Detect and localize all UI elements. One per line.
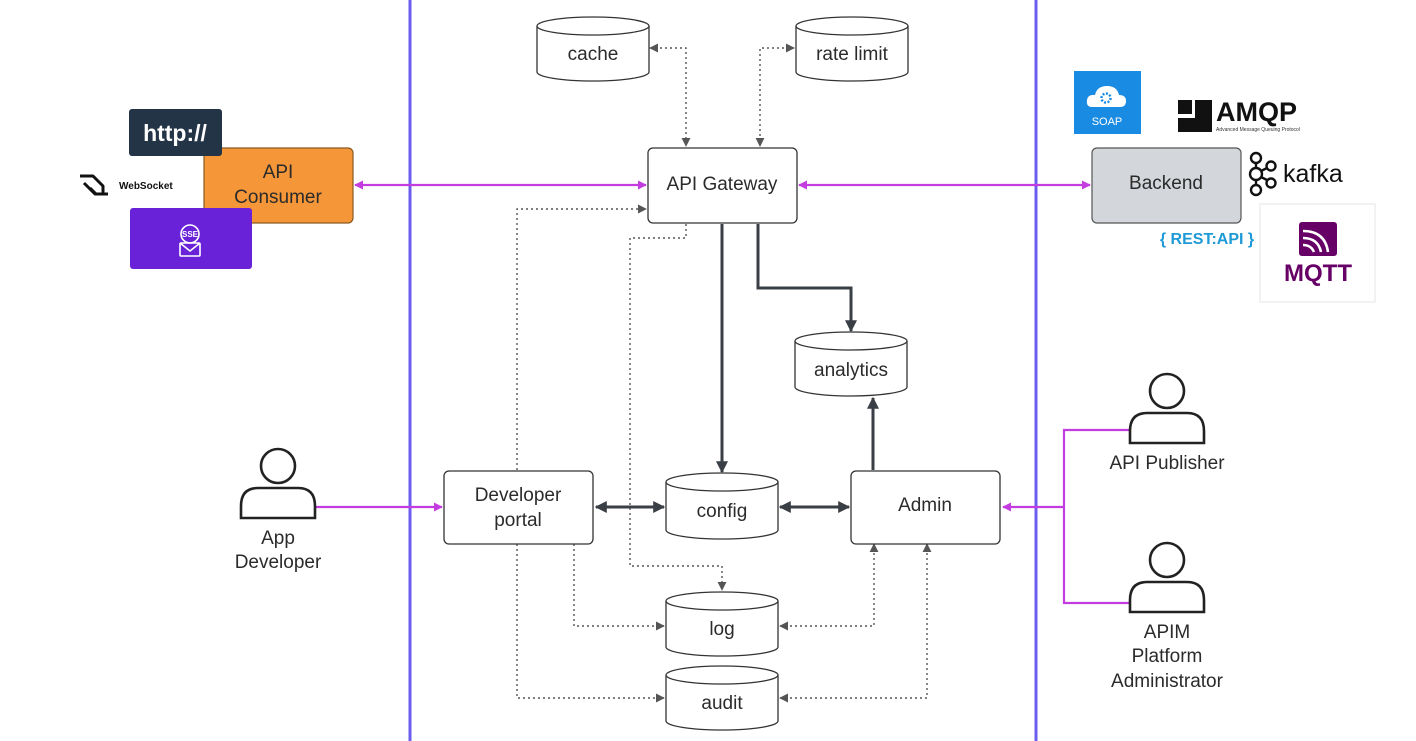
datastore-rate-limit: rate limit	[795, 16, 909, 82]
api-consumer-label-2: Consumer	[234, 187, 322, 208]
datastore-audit: audit	[665, 665, 779, 731]
apim-admin-label-3: Administrator	[1111, 671, 1224, 692]
apim-admin-icon	[1128, 541, 1206, 614]
kafka-logo: kafka	[1248, 151, 1343, 197]
connector-admin-audit	[779, 543, 932, 703]
apim-admin-label-2: Platform	[1132, 646, 1203, 667]
kafka-icon	[1248, 151, 1277, 197]
log-label: log	[709, 619, 734, 640]
config-label: config	[697, 501, 748, 522]
websocket-logo: WebSocket	[80, 174, 173, 196]
dark-connectors	[594, 224, 879, 513]
amqp-logo: AMQP Advanced Message Queuing Protocol	[1178, 97, 1300, 133]
connector-admin-log	[779, 543, 879, 631]
app-developer-actor: App Developer	[235, 447, 322, 573]
websocket-label: WebSocket	[119, 181, 173, 192]
api-gateway-label: API Gateway	[667, 174, 778, 195]
audit-label: audit	[701, 693, 743, 714]
connector-ratelimit-gateway	[755, 43, 795, 147]
datastore-analytics: analytics	[794, 331, 908, 397]
api-publisher-icon	[1128, 372, 1206, 445]
developer-portal-label-1: Developer	[475, 485, 562, 506]
developer-portal-box: Developer portal	[443, 470, 594, 545]
soap-logo: SOAP	[1074, 71, 1141, 134]
amqp-label: AMQP	[1216, 97, 1297, 127]
api-consumer-label-1: API	[263, 162, 294, 183]
api-publisher-actor: API Publisher	[1109, 372, 1225, 474]
http-label: http://	[143, 120, 207, 146]
soap-gear-icon	[1100, 92, 1112, 104]
mqtt-label: MQTT	[1284, 260, 1352, 287]
analytics-label: analytics	[814, 360, 888, 381]
sse-mail-icon	[179, 224, 201, 257]
rest-api-label: { REST:API }	[1160, 231, 1254, 248]
api-consumer-box: API Consumer	[203, 147, 354, 224]
sse-label: SSE	[182, 230, 199, 239]
connector-gateway-log	[629, 224, 727, 591]
cache-label: cache	[568, 44, 619, 65]
connector-cache-gateway	[649, 43, 691, 147]
rate-limit-label: rate limit	[816, 44, 889, 65]
connector-gateway-analytics	[756, 224, 857, 333]
datastore-cache: cache	[536, 16, 650, 82]
admin-label: Admin	[898, 495, 952, 516]
datastore-log: log	[665, 591, 779, 657]
api-publisher-label: API Publisher	[1109, 453, 1225, 474]
magenta-connectors	[316, 180, 1130, 605]
soap-cloud-icon	[1086, 86, 1126, 107]
connector-publisher-admin	[1062, 428, 1130, 605]
backend-label: Backend	[1129, 173, 1203, 194]
mqtt-icon	[1299, 222, 1337, 256]
websocket-icon	[80, 174, 108, 196]
app-developer-label-1: App	[261, 528, 295, 549]
app-developer-label-2: Developer	[235, 552, 322, 573]
sse-logo: SSE	[130, 208, 252, 269]
amqp-icon	[1178, 100, 1212, 132]
connector-portal-gateway	[516, 204, 647, 470]
connector-portal-audit	[516, 544, 665, 703]
mqtt-logo: MQTT	[1259, 203, 1376, 303]
datastore-config: config	[665, 472, 779, 540]
kafka-label: kafka	[1283, 160, 1343, 188]
app-developer-icon	[239, 447, 317, 520]
api-gateway-box: API Gateway	[647, 147, 798, 224]
admin-box: Admin	[850, 470, 1001, 545]
connector-portal-log	[573, 544, 665, 631]
amqp-subtitle: Advanced Message Queuing Protocol	[1216, 127, 1300, 133]
http-logo: http://	[129, 109, 222, 156]
backend-box: Backend	[1091, 147, 1242, 224]
soap-label: SOAP	[1092, 116, 1123, 128]
developer-portal-label-2: portal	[494, 510, 542, 531]
apim-admin-actor: APIM Platform Administrator	[1111, 541, 1224, 692]
apim-admin-label-1: APIM	[1144, 622, 1190, 643]
dotted-connectors	[516, 43, 932, 703]
